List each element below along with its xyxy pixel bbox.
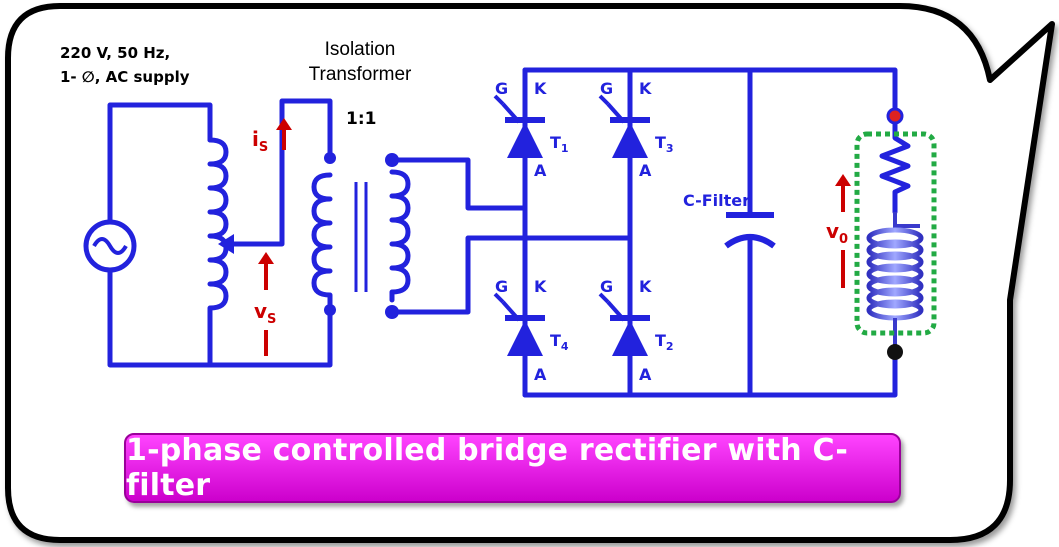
voltage-arrow-icon	[258, 252, 274, 356]
supply-label-line2: 1- ∅, AC supply	[60, 68, 190, 86]
transformer-core	[354, 182, 368, 292]
node-dot	[324, 152, 336, 164]
thyristor-t2	[598, 292, 650, 356]
secondary-top-wire	[389, 157, 528, 211]
t3-anode-label: A	[639, 161, 652, 180]
t3-gate-label: G	[600, 79, 613, 98]
t1-cathode-label: K	[534, 79, 547, 98]
t3-name-label: T3	[655, 133, 674, 155]
output-voltage-arrow-icon	[835, 174, 851, 288]
t1-name-label: T1	[550, 133, 569, 155]
t4-cathode-label: K	[534, 277, 547, 296]
supply-label-line1: 220 V, 50 Hz,	[60, 44, 170, 62]
thyristor-t1	[493, 94, 545, 158]
t2-gate-label: G	[600, 277, 613, 296]
current-arrow-icon	[276, 118, 292, 150]
isolation-primary-coil	[311, 172, 333, 308]
transformer-title-line2: Transformer	[309, 64, 412, 85]
node-dot	[324, 304, 336, 316]
t3-cathode-label: K	[639, 79, 652, 98]
thyristor-t4	[493, 292, 545, 356]
capacitor-symbol	[724, 212, 776, 249]
transformer-title-line1: Isolation	[325, 39, 396, 60]
transformer-ratio: 1:1	[346, 109, 376, 129]
bridge-bottom-rail	[522, 352, 898, 398]
node-dot	[385, 305, 399, 319]
t2-name-label: T2	[655, 331, 674, 353]
secondary-bottom-wire	[389, 235, 633, 315]
transformer-primary-return	[207, 307, 333, 368]
thyristor-t3	[598, 94, 650, 158]
output-voltage-label: v0	[826, 219, 848, 247]
source-wire-loop	[107, 102, 213, 368]
voltage-label: vS	[254, 299, 276, 327]
t4-name-label: T4	[550, 331, 569, 353]
load-top-terminal	[886, 107, 904, 125]
node-dot	[385, 153, 399, 167]
load-bottom-terminal	[887, 344, 903, 360]
t2-anode-label: A	[639, 365, 652, 384]
load-highlight-box	[854, 131, 937, 336]
capacitor-filter-label: C-Filter	[683, 191, 750, 210]
isolation-secondary-coil	[389, 169, 411, 303]
current-label: iS	[252, 127, 268, 155]
title-banner: 1-phase controlled bridge rectifier with…	[124, 433, 901, 503]
t4-gate-label: G	[495, 277, 508, 296]
t1-anode-label: A	[534, 161, 547, 180]
tap-arrow-icon	[218, 234, 234, 254]
t1-gate-label: G	[495, 79, 508, 98]
load-inductor-coil	[866, 212, 924, 350]
load-resistor	[879, 115, 911, 215]
bridge-top-rail	[522, 67, 898, 115]
tap-wire	[229, 98, 333, 247]
t4-anode-label: A	[534, 365, 547, 384]
t2-cathode-label: K	[639, 277, 652, 296]
speech-bubble-outline	[5, 3, 1055, 543]
ac-source-symbol	[83, 219, 137, 273]
primary-coil	[207, 137, 229, 333]
